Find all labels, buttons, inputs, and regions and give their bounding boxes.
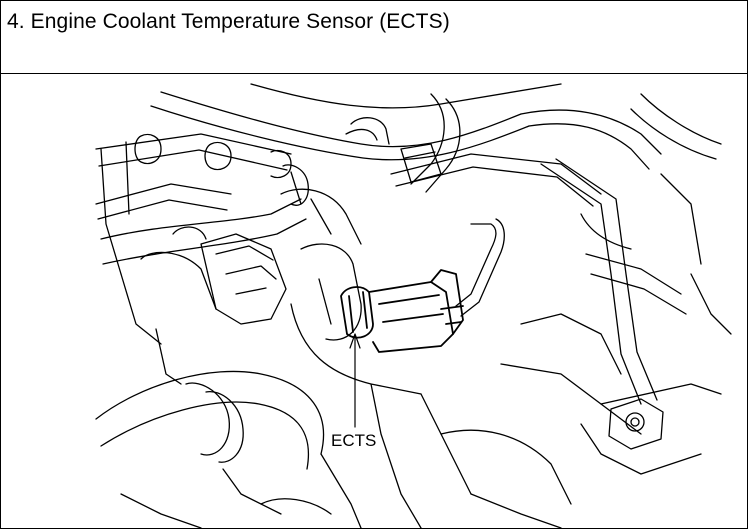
engine-block-right — [500, 93, 732, 435]
lower-radiator-hose — [100, 164, 309, 265]
engine-diagram: ECTS — [1, 74, 747, 528]
title-row: 4. Engine Coolant Temperature Sensor (EC… — [1, 1, 747, 74]
upper-hose-lines — [150, 83, 662, 207]
mounting-bolt — [580, 398, 702, 475]
page-title: 4. Engine Coolant Temperature Sensor (EC… — [7, 10, 450, 33]
ects-connector — [368, 269, 464, 353]
ects-sensor — [340, 286, 374, 339]
ects-callout-label: ECTS — [331, 431, 376, 450]
engine-block-left — [95, 133, 292, 275]
thermostat-housing — [280, 188, 472, 528]
lower-left-pipe — [95, 370, 362, 528]
ects-wire-harness — [455, 218, 505, 317]
lower-structure — [120, 429, 572, 528]
hose-clamp-upper — [345, 117, 442, 183]
left-connector — [120, 226, 287, 385]
ects-callout-leader — [349, 333, 361, 428]
